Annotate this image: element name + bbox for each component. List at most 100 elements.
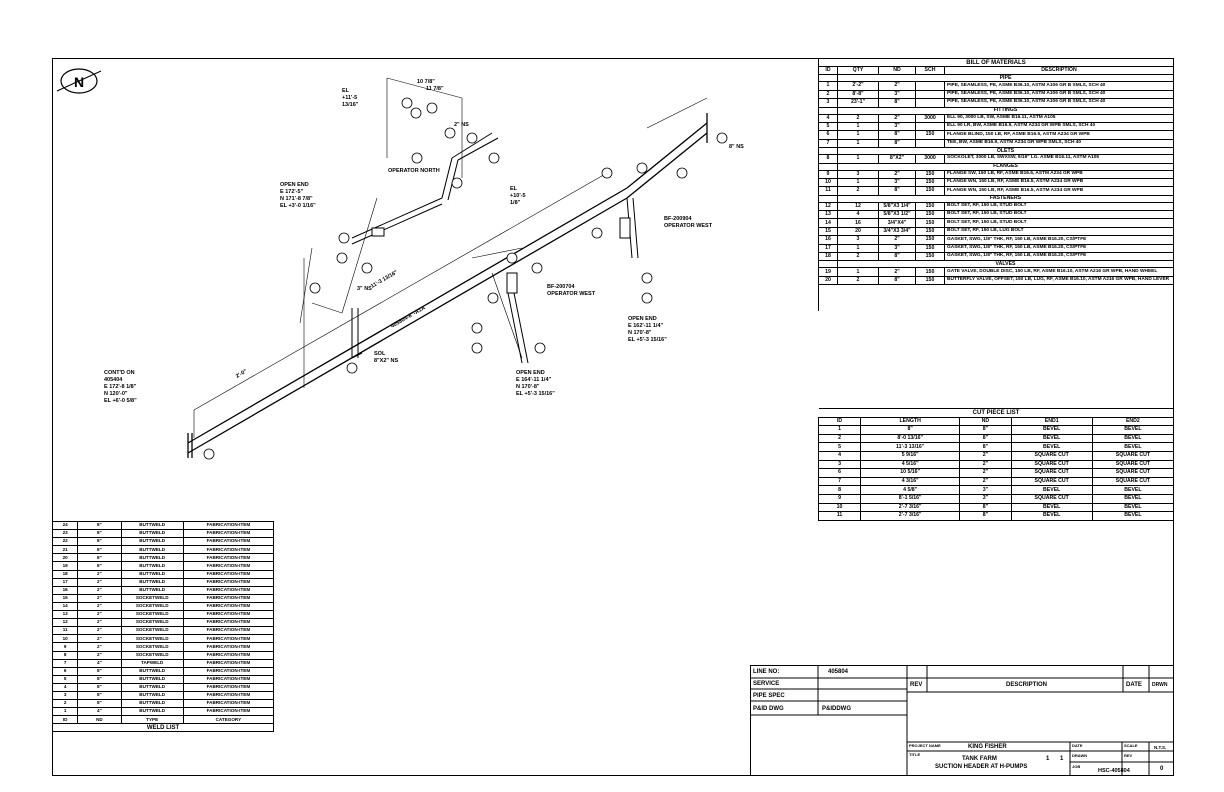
bom-cell: 5/8"X3 1/2": [878, 210, 916, 220]
bom-cell: 150: [915, 235, 945, 245]
weld-cell: 2": [77, 610, 122, 620]
component-balloons: [203, 97, 728, 460]
bom-cell: FLANGE SW, 150 LB, RF, ASME B16.5, ASTM …: [944, 169, 1174, 179]
bom-section-spacer: [818, 195, 838, 203]
bom-header: ID: [818, 65, 838, 76]
weld-cell: SOCKETWELD: [120, 626, 184, 636]
cut-cell: 4 5/8": [860, 485, 961, 495]
weld-cell: FABRICATION-ITEM: [182, 585, 275, 595]
cut-cell: 3": [959, 485, 1012, 495]
weld-cell: 10: [51, 634, 79, 644]
weld-cell: FABRICATION-ITEM: [182, 650, 275, 660]
weld-cell: SOCKETWELD: [120, 610, 184, 620]
cut-cell: 9: [817, 493, 862, 504]
date-tag: DATE: [1072, 743, 1083, 748]
bom-cell: 2": [878, 169, 916, 179]
bom-cell: 150: [915, 243, 945, 254]
isometric-drawing: N: [56, 68, 744, 460]
pipe-spec-label: PIPE SPEC: [753, 693, 785, 699]
cut-cell: BEVEL: [1091, 502, 1175, 513]
elev-mid-3: 1/8": [510, 200, 521, 206]
bom-cell: 8": [878, 275, 916, 286]
bom-cell: 20: [837, 226, 879, 237]
date-label: DATE: [1126, 682, 1142, 688]
weld-cell: BUTTWELD: [120, 585, 184, 595]
bom-cell: 23'-1": [837, 98, 879, 108]
bom-section-spacer: [818, 107, 838, 115]
open-end-2-b: E 162'-11 1/4": [628, 323, 664, 329]
pid-value: P&IDDWG: [822, 706, 851, 712]
bom-cell: 3": [878, 121, 916, 132]
weld-cell: 22: [51, 537, 79, 547]
bom-cell: 150: [915, 226, 945, 237]
weld-cell: BUTTWELD: [120, 561, 184, 571]
weld-cell: 21: [51, 545, 79, 555]
weld-cell: 8: [51, 650, 79, 660]
size-3ns: 3" NS: [357, 286, 372, 292]
weld-cell: FABRICATION-ITEM: [182, 545, 275, 555]
weld-cell: 8": [77, 561, 122, 571]
weld-cell: SOCKETWELD: [120, 650, 184, 660]
bom-cell: 150: [915, 169, 945, 179]
weld-cell: BUTTWELD: [120, 666, 184, 676]
weld-cell: 2": [77, 650, 122, 660]
bom-cell: 14: [818, 218, 838, 228]
bom-cell: [915, 81, 945, 91]
cut-cell: BEVEL: [1091, 493, 1175, 504]
cut-cell: 2": [959, 476, 1012, 487]
weld-cell: 2": [77, 626, 122, 636]
bom-cell: 2: [837, 113, 879, 123]
title-label: TITLE: [909, 752, 921, 757]
bom-cell: 8": [878, 186, 916, 196]
bf-1-a: BF-200904: [664, 216, 692, 222]
project-name: KING FISHER: [968, 744, 1007, 750]
rev-tag: REV: [1124, 753, 1133, 758]
cut-cell: BEVEL: [1010, 485, 1093, 495]
bom-cell: 150: [915, 210, 945, 220]
cut-cell: 11: [817, 511, 862, 521]
desc-label: DESCRIPTION: [1006, 682, 1048, 688]
bom-cell: ELL 90, 3000 LB, SW, ASME B16.11, ASTM A…: [944, 113, 1174, 123]
weld-cell: 12: [51, 618, 79, 628]
weld-cell: 8": [77, 553, 122, 563]
weld-cell: 4": [77, 658, 122, 668]
weld-cell: FABRICATION-ITEM: [182, 618, 275, 628]
cut-cell: SQUARE CUT: [1010, 468, 1093, 478]
bom-cell: 13: [818, 210, 838, 220]
weld-cell: 24: [51, 520, 79, 531]
drwn-label: DRWN: [1152, 682, 1168, 688]
cut-cell: 10 5/16": [860, 468, 961, 478]
bom-cell: FLANGE WN, 150 LB, RF, ASME B16.5, ASTM …: [944, 186, 1174, 196]
elev-top-1: EL: [342, 88, 350, 94]
cut-cell: 10: [817, 502, 862, 513]
dimension-lines: [193, 77, 708, 438]
sol-a: SOL: [374, 351, 386, 357]
cut-cell: SQUARE CUT: [1010, 450, 1093, 461]
bom-cell: 150: [915, 186, 945, 196]
weld-cell: SOCKETWELD: [120, 593, 184, 603]
open-end-2-a: OPEN END: [628, 316, 657, 322]
bom-cell: 20: [818, 275, 838, 286]
cut-cell: BEVEL: [1091, 425, 1175, 435]
bom-cell: 150: [915, 218, 945, 228]
weld-cell: 5: [51, 674, 79, 684]
weld-cell: BUTTWELD: [120, 545, 184, 555]
cut-cell: 2": [959, 468, 1012, 478]
weld-cell: FABRICATION-ITEM: [182, 537, 275, 547]
bom-cell: 3000: [915, 154, 945, 164]
cut-cell: 3: [817, 459, 862, 470]
bom-section-spacer: [818, 163, 838, 171]
cut-cell: BEVEL: [1010, 442, 1093, 452]
bom-section-label: FLANGES: [837, 163, 1174, 171]
bom-cell: 8'-8": [837, 89, 879, 100]
bom-cell: 18: [818, 252, 838, 262]
sheet-no: 1: [1046, 756, 1050, 762]
contd-on-a: CONT'D ON: [104, 370, 135, 376]
bom-cell: 6: [818, 130, 838, 140]
open-end-2-d: EL +5'-3 15/16": [628, 337, 667, 343]
cut-cell: 5: [817, 442, 862, 452]
bom-cell: 3": [878, 177, 916, 188]
weld-cell: 15: [51, 593, 79, 603]
line-no-value: 405804: [828, 669, 849, 675]
